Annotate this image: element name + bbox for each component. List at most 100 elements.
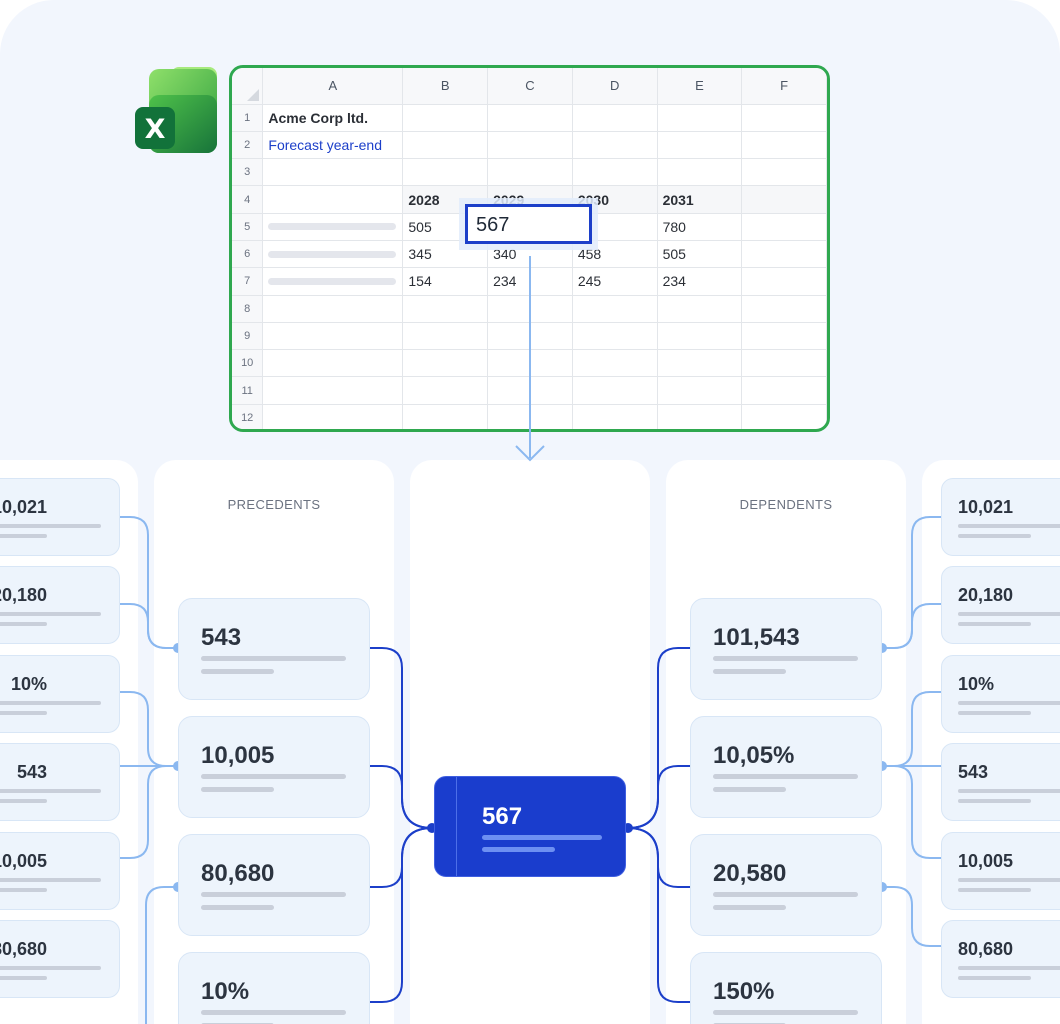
outer-precedent-card[interactable]: 10,021: [0, 478, 120, 556]
cell[interactable]: [572, 104, 658, 132]
cell[interactable]: [741, 404, 827, 429]
selected-cell[interactable]: 567: [465, 204, 592, 244]
cell[interactable]: [572, 404, 658, 429]
cell[interactable]: [487, 158, 573, 187]
cell-a2[interactable]: Forecast year-end: [262, 131, 404, 160]
outer-dependent-card[interactable]: 10,005: [941, 832, 1060, 910]
cell[interactable]: [741, 131, 827, 160]
outer-precedent-card[interactable]: 20,180: [0, 566, 120, 644]
outer-dependent-card[interactable]: 80,680: [941, 920, 1060, 998]
cell-b6[interactable]: 345: [402, 240, 489, 269]
cell[interactable]: [741, 104, 827, 132]
dependent-node[interactable]: 101,543: [690, 598, 882, 700]
cell[interactable]: [657, 322, 743, 351]
outer-dependent-card[interactable]: 10%: [941, 655, 1060, 733]
cell[interactable]: [402, 349, 489, 378]
cell[interactable]: [741, 376, 827, 405]
cell[interactable]: [402, 131, 489, 160]
row-header[interactable]: 11: [232, 376, 264, 405]
outer-precedent-card[interactable]: 80,680: [0, 920, 120, 998]
cell[interactable]: [262, 158, 404, 187]
cell[interactable]: [657, 376, 743, 405]
row-header[interactable]: 6: [232, 240, 264, 269]
cell[interactable]: [402, 158, 489, 187]
cell[interactable]: [487, 131, 573, 160]
precedent-node[interactable]: 10%: [178, 952, 370, 1024]
cell-e6[interactable]: 505: [657, 240, 743, 269]
row-header[interactable]: 5: [232, 213, 264, 241]
cell[interactable]: [572, 349, 658, 378]
cell[interactable]: [262, 185, 404, 214]
cell[interactable]: [487, 104, 573, 132]
cell[interactable]: [402, 104, 489, 132]
cell[interactable]: [572, 295, 658, 323]
row-header[interactable]: 3: [232, 158, 264, 187]
row-header[interactable]: 7: [232, 267, 264, 296]
cell-e7[interactable]: 234: [657, 267, 743, 296]
dependent-node[interactable]: 10,05%: [690, 716, 882, 818]
focus-node[interactable]: 567: [434, 776, 626, 877]
cell[interactable]: [657, 349, 743, 378]
cell[interactable]: [262, 376, 404, 405]
cell[interactable]: [741, 185, 827, 214]
column-header-d[interactable]: D: [572, 68, 658, 105]
cell[interactable]: [657, 131, 743, 160]
outer-dependent-card[interactable]: 10,021: [941, 478, 1060, 556]
dependent-node[interactable]: 150%: [690, 952, 882, 1024]
cell[interactable]: [572, 131, 658, 160]
cell[interactable]: [572, 376, 658, 405]
select-all-corner[interactable]: [232, 68, 264, 105]
cell[interactable]: [741, 240, 827, 269]
precedent-node[interactable]: 80,680: [178, 834, 370, 936]
cell[interactable]: [402, 295, 489, 323]
outer-precedent-card[interactable]: 10,005: [0, 832, 120, 910]
cell-a7[interactable]: [262, 267, 404, 296]
cell[interactable]: [262, 322, 404, 351]
cell[interactable]: [402, 376, 489, 405]
outer-dependent-card[interactable]: 20,180: [941, 566, 1060, 644]
cell[interactable]: [262, 404, 404, 429]
cell[interactable]: [741, 295, 827, 323]
cell[interactable]: [657, 295, 743, 323]
cell-e5[interactable]: 780: [657, 213, 743, 241]
cell[interactable]: [262, 349, 404, 378]
dependent-node[interactable]: 20,580: [690, 834, 882, 936]
column-header-f[interactable]: F: [741, 68, 827, 105]
cell[interactable]: [657, 404, 743, 429]
row-header[interactable]: 8: [232, 295, 264, 323]
precedent-node[interactable]: 10,005: [178, 716, 370, 818]
cell[interactable]: [572, 158, 658, 187]
row-header[interactable]: 12: [232, 404, 264, 429]
row-header[interactable]: 4: [232, 185, 264, 214]
cell-d6[interactable]: 458: [572, 240, 658, 269]
outer-precedent-card[interactable]: 543: [0, 743, 120, 821]
cell[interactable]: [741, 213, 827, 241]
cell[interactable]: [402, 404, 489, 429]
column-header-b[interactable]: B: [402, 68, 489, 105]
cell-b7[interactable]: 154: [402, 267, 489, 296]
outer-precedent-card[interactable]: 10%: [0, 655, 120, 733]
cell-a1[interactable]: Acme Corp ltd.: [262, 104, 404, 132]
outer-dependent-card[interactable]: 543: [941, 743, 1060, 821]
row-header[interactable]: 1: [232, 104, 264, 132]
cell[interactable]: [657, 104, 743, 132]
row-header[interactable]: 10: [232, 349, 264, 378]
cell[interactable]: [572, 322, 658, 351]
cell[interactable]: [402, 322, 489, 351]
row-header[interactable]: 9: [232, 322, 264, 351]
cell[interactable]: [262, 295, 404, 323]
cell[interactable]: [741, 322, 827, 351]
column-header-c[interactable]: C: [487, 68, 573, 105]
cell-a6[interactable]: [262, 240, 404, 269]
column-header-a[interactable]: A: [262, 68, 404, 105]
cell[interactable]: [741, 267, 827, 296]
cell-d7[interactable]: 245: [572, 267, 658, 296]
row-header[interactable]: 2: [232, 131, 264, 160]
cell[interactable]: [657, 158, 743, 187]
cell-a5[interactable]: [262, 213, 404, 241]
cell-e4[interactable]: 2031: [657, 185, 743, 214]
cell[interactable]: [741, 158, 827, 187]
cell[interactable]: [741, 349, 827, 378]
precedent-node[interactable]: 543: [178, 598, 370, 700]
column-header-e[interactable]: E: [657, 68, 743, 105]
